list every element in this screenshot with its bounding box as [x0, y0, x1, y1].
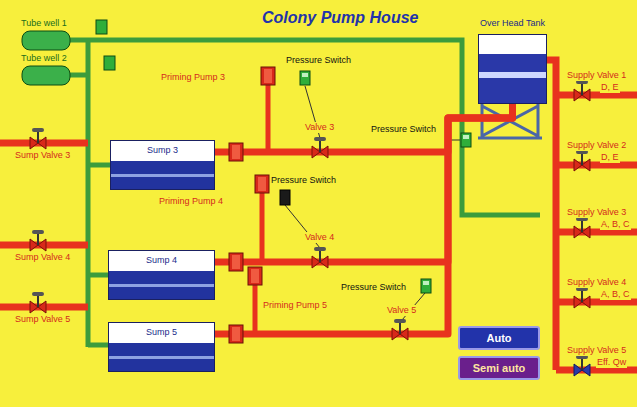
part-label: Tube well 1: [20, 18, 68, 29]
supply-valve: [574, 217, 590, 238]
priming-pump: [229, 143, 243, 161]
switch-lead: [285, 86, 460, 320]
part-label: Valve 3: [304, 122, 335, 133]
tube-well-motor: [22, 66, 70, 85]
sump-valve: [30, 292, 46, 313]
diagram-title: Colony Pump House: [262, 9, 418, 27]
sump-tank: Sump 5: [108, 322, 215, 372]
sump-inlet-pipe: [0, 143, 88, 307]
part-label: Priming Pump 4: [158, 196, 224, 207]
part-label: Pressure Switch: [270, 175, 337, 186]
priming-pump: [261, 67, 275, 85]
priming-pump: [248, 267, 262, 285]
node-label: Sump 4: [109, 251, 214, 266]
priming-pump: [255, 175, 269, 193]
pressure-switch: [421, 279, 431, 293]
part-label: Priming Pump 5: [262, 300, 328, 311]
tank-body: [478, 34, 547, 104]
priming-pump: [229, 253, 243, 271]
delivery-valve: [312, 247, 328, 268]
supply-valve: [574, 80, 590, 101]
part-label: Priming Pump 3: [160, 72, 226, 83]
part-label: A, B, C: [600, 219, 631, 230]
part-label: Pressure Switch: [285, 55, 352, 66]
part-label: Sump Valve 5: [14, 314, 71, 325]
red-pipes: [0, 60, 637, 370]
part-label: Pressure Switch: [370, 124, 437, 135]
starter-box: [104, 56, 115, 70]
mode-button: Auto: [458, 326, 540, 350]
part-label: Pressure Switch: [340, 282, 407, 293]
starter-box: [96, 20, 107, 34]
sump-valve: [30, 128, 46, 149]
part-label: Eff. Qw: [596, 357, 627, 368]
part-label: A, B, C: [600, 289, 631, 300]
node-label: Auto: [486, 332, 511, 344]
part-label: Tube well 2: [20, 53, 68, 64]
water-pipes: [70, 38, 540, 347]
delivery-pipe: [215, 104, 513, 262]
part-label: Supply Valve 5: [566, 345, 627, 356]
tube-well-motor: [22, 31, 70, 50]
priming-pump: [229, 325, 243, 343]
part-label: D, E: [600, 82, 620, 93]
part-label: Supply Valve 4: [566, 277, 627, 288]
part-label: Supply Valve 2: [566, 140, 627, 151]
supply-pipe: [546, 60, 637, 370]
part-label: Supply Valve 1: [566, 70, 627, 81]
part-label: Sump Valve 3: [14, 150, 71, 161]
sump-tank: Sump 3: [110, 140, 215, 190]
pressure-switch: [300, 71, 310, 85]
delivery-valve: [312, 137, 328, 158]
sump-valve: [30, 230, 46, 251]
node-label: Sump 5: [109, 323, 214, 338]
delivery-valve: [392, 319, 408, 340]
supply-valve: [574, 355, 590, 376]
supply-valve: [574, 150, 590, 171]
overhead-tank: Over Head Tank: [474, 18, 551, 104]
part-label: Supply Valve 3: [566, 207, 627, 218]
node-label: Semi auto: [473, 362, 526, 374]
supply-valve: [574, 287, 590, 308]
part-label: Valve 4: [304, 232, 335, 243]
node-label: Over Head Tank: [474, 18, 551, 29]
part-label: D, E: [600, 152, 620, 163]
mode-button: Semi auto: [458, 356, 540, 380]
node-label: Sump 3: [111, 141, 214, 156]
tube-well-pipe: [70, 38, 110, 347]
bypass-pipe: [88, 40, 540, 215]
delivery-pipe: [215, 104, 513, 334]
part-label: Sump Valve 4: [14, 252, 71, 263]
sump-tank: Sump 4: [108, 250, 215, 300]
priming-pipe: [255, 72, 268, 334]
switch-leads: [285, 86, 460, 320]
delivery-pipe: [215, 104, 513, 152]
pressure-switch: [461, 133, 471, 147]
part-label: Valve 5: [386, 305, 417, 316]
pressure-switch: [280, 190, 290, 205]
